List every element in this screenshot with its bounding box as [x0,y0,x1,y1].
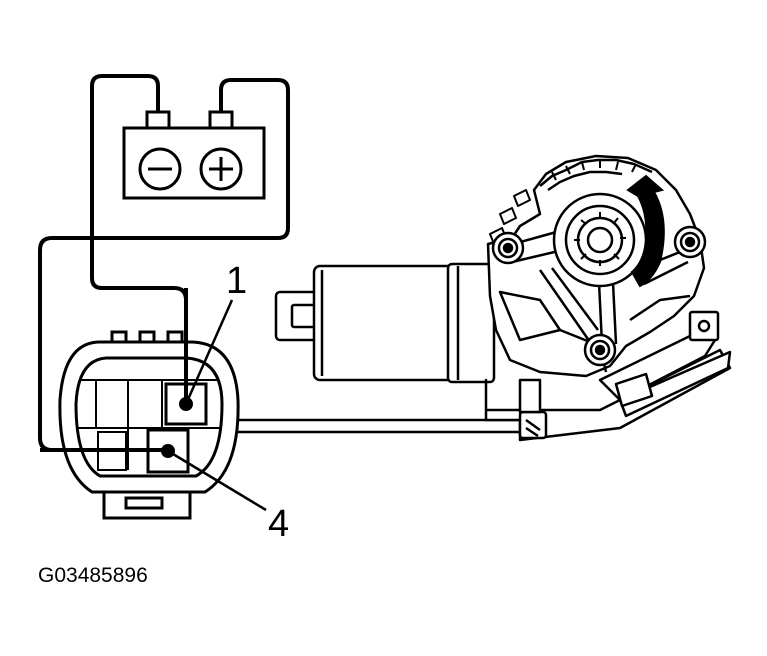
mounting-bushing-bottom [583,333,617,367]
wire-positive-to-pin-4 [38,78,290,452]
leader-pin-4 [167,449,267,512]
wire-negative-to-pin-1 [90,74,188,404]
callout-leaders [167,299,267,512]
mounting-bushing-right [673,225,707,259]
battery-case [122,126,266,200]
output-shaft [586,226,614,254]
motor-housing [312,264,456,382]
positive-terminal-icon [199,147,243,191]
connector-harness [238,418,520,434]
leader-pin-1 [184,299,234,405]
motor-connector [58,330,240,520]
mounting-bushing-left [491,231,525,265]
battery [122,110,266,200]
rotation-direction-arrow-icon [626,174,665,288]
callout-label-4: 4 [268,503,289,545]
wiper-motor [274,154,732,442]
battery-negative-terminal [145,110,171,130]
negative-terminal-icon [138,147,182,191]
figure-id: G03485896 [38,564,148,587]
jumper-wires [38,74,290,452]
callout-label-1: 1 [226,260,247,302]
battery-positive-terminal [208,110,234,130]
